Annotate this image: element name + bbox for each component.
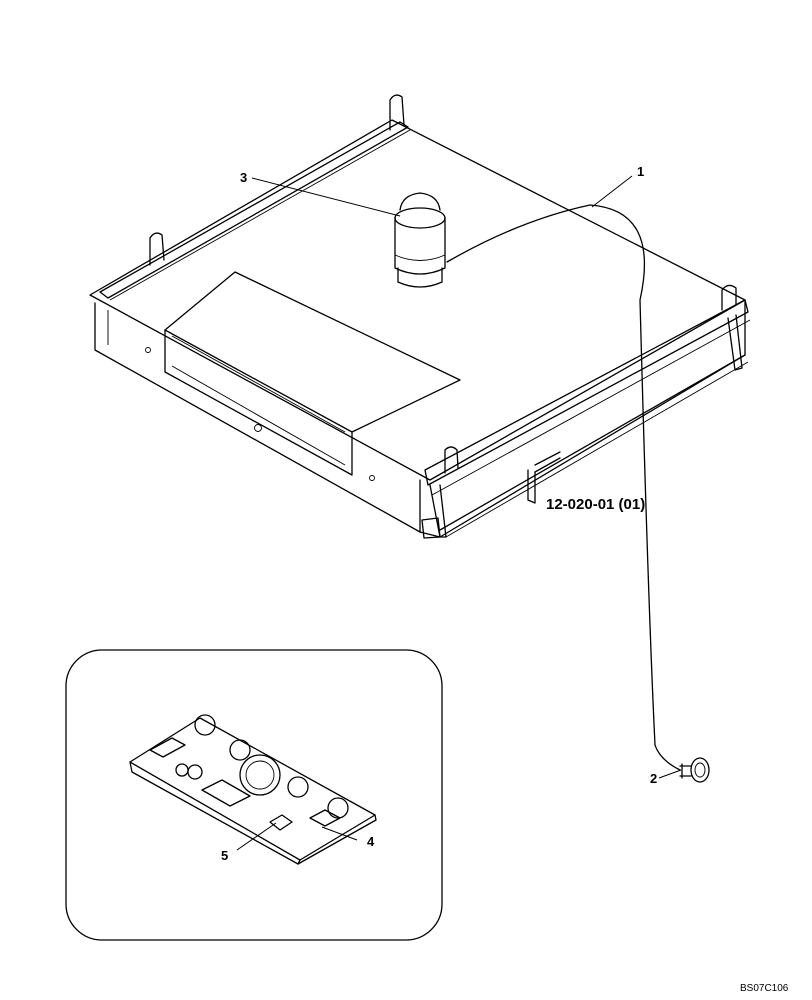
leader-1 xyxy=(591,175,633,208)
instrument-panel-icon xyxy=(129,714,377,865)
callout-3: 3 xyxy=(240,170,247,185)
callout-5: 5 xyxy=(221,848,228,863)
reference-label: 12-020-01 (01) xyxy=(546,496,645,513)
beacon-switch-icon xyxy=(679,757,710,783)
leader-2 xyxy=(658,769,682,779)
cab-roof-panel-icon xyxy=(89,94,751,539)
rotating-beacon-icon xyxy=(394,192,446,288)
beacon-cable xyxy=(446,204,681,771)
callout-4: 4 xyxy=(367,834,375,849)
callout-2: 2 xyxy=(650,771,657,786)
leader-3 xyxy=(251,177,401,217)
leader-4 xyxy=(321,826,358,841)
drawing-id: BS07C106 xyxy=(740,983,789,994)
detail-inset-frame xyxy=(65,649,443,941)
leader-5 xyxy=(236,822,277,851)
callout-1: 1 xyxy=(637,164,644,179)
